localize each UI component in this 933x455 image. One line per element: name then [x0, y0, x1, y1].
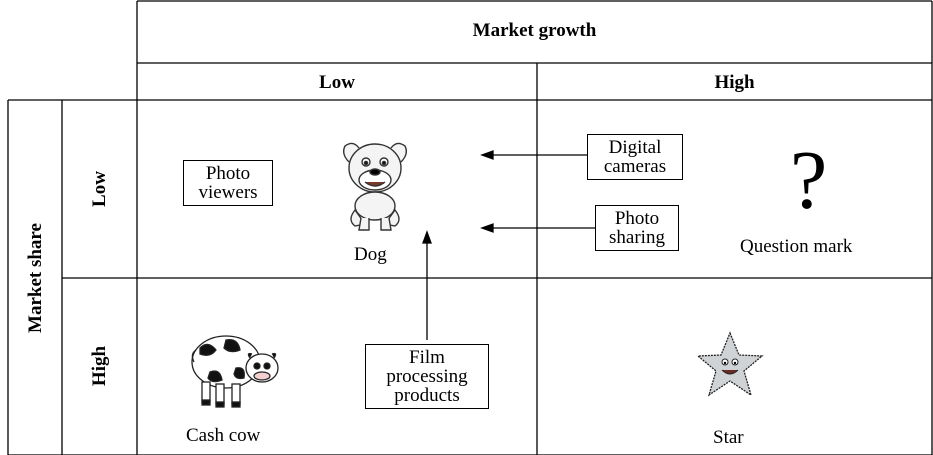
share-low-label: Low	[89, 171, 110, 207]
photo-viewers-box: Photo viewers	[183, 160, 273, 206]
question-mark-icon: ?	[790, 134, 828, 227]
growth-high-header: High	[714, 72, 755, 93]
star-label: Star	[713, 427, 744, 448]
market-share-label: Market share	[25, 223, 46, 333]
cash-cow-label: Cash cow	[186, 425, 261, 446]
cow-icon	[191, 335, 279, 408]
star-icon	[696, 331, 764, 397]
photo-sharing-box: Photo sharing	[595, 205, 679, 251]
market-growth-header: Market growth	[472, 20, 597, 41]
dog-icon	[342, 142, 408, 231]
digital-cameras-box: Digital cameras	[587, 134, 683, 180]
dog-label: Dog	[354, 244, 387, 265]
film-processing-box: Film processing products	[365, 344, 489, 409]
share-high-label: High	[89, 345, 110, 387]
growth-low-header: Low	[319, 72, 355, 93]
question-mark-label: Question mark	[740, 236, 853, 257]
